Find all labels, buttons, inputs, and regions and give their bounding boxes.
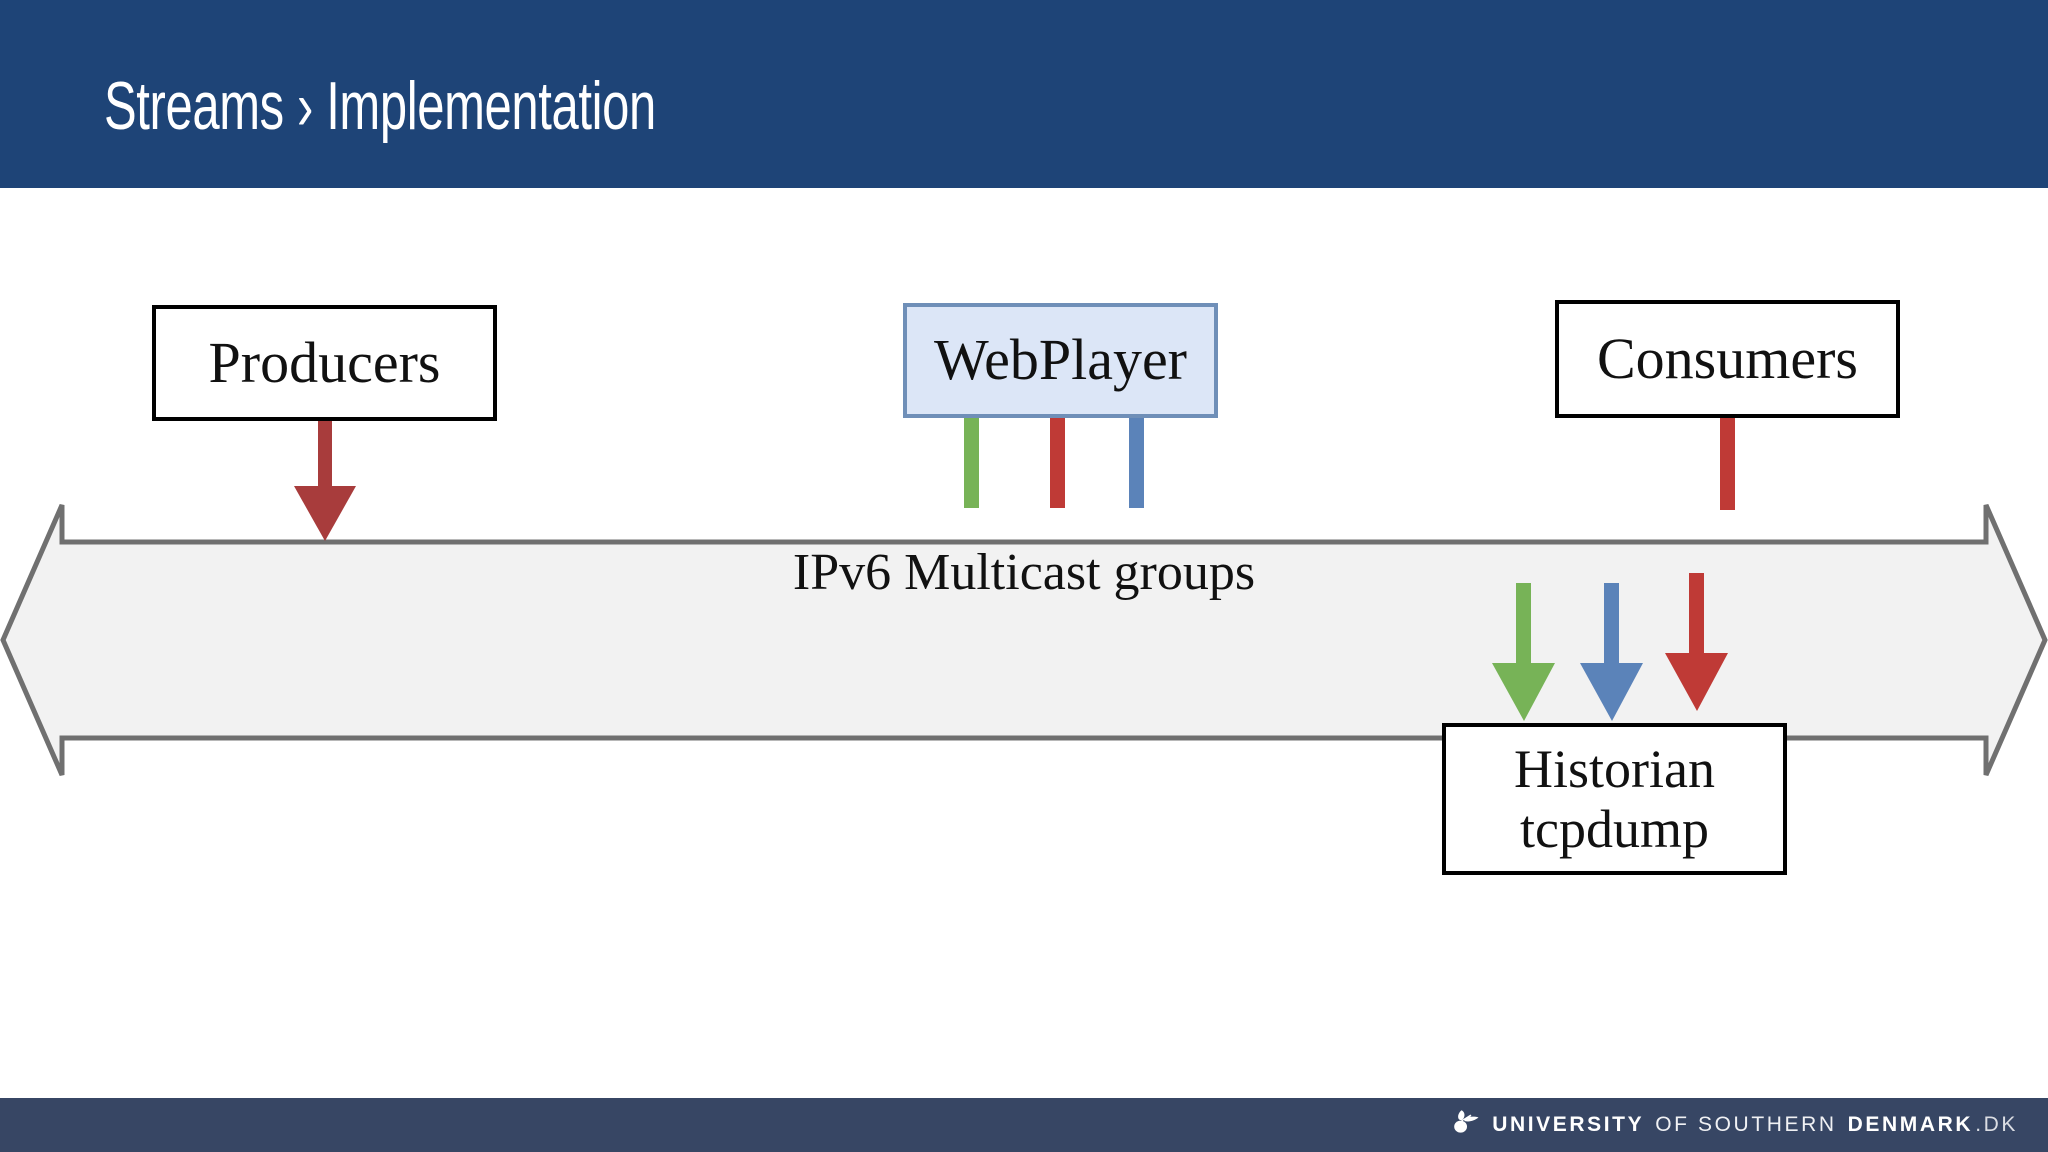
flow-producers-to-bus <box>294 421 356 541</box>
node-producers-label: Producers <box>208 329 441 395</box>
brand-denmark: DENMARK <box>1847 1113 1974 1136</box>
ipv6-multicast-bus-arrow <box>0 503 2048 777</box>
node-producers[interactable]: Producers <box>152 305 497 421</box>
node-consumers[interactable]: Consumers <box>1555 300 1900 418</box>
node-historian[interactable]: Historian tcpdump <box>1442 723 1787 875</box>
flow-bus-to-historian-green <box>1492 583 1555 721</box>
node-historian-label-line2: tcpdump <box>1520 799 1709 859</box>
architecture-diagram: IPv6 Multicast groups Producers WebPlaye… <box>0 188 2048 1098</box>
flow-bus-to-historian-blue <box>1580 583 1643 721</box>
sdu-leaf-logo <box>1451 1109 1481 1141</box>
node-webplayer[interactable]: WebPlayer <box>903 303 1218 418</box>
sdu-brand: UNIVERSITY OF SOUTHERN DENMARK .DK <box>1451 1098 2018 1152</box>
brand-tld: .DK <box>1975 1113 2018 1136</box>
flow-bus-to-historian-red <box>1665 573 1728 711</box>
brand-university: UNIVERSITY <box>1492 1113 1645 1136</box>
node-historian-label-line1: Historian <box>1514 738 1715 799</box>
slide-header: Streams › Implementation <box>0 0 2048 188</box>
page-title: Streams › Implementation <box>104 68 656 144</box>
node-consumers-label: Consumers <box>1597 325 1858 391</box>
brand-of-southern: OF SOUTHERN <box>1655 1113 1837 1136</box>
slide-footer: UNIVERSITY OF SOUTHERN DENMARK .DK <box>0 1098 2048 1152</box>
node-webplayer-label: WebPlayer <box>933 327 1187 393</box>
